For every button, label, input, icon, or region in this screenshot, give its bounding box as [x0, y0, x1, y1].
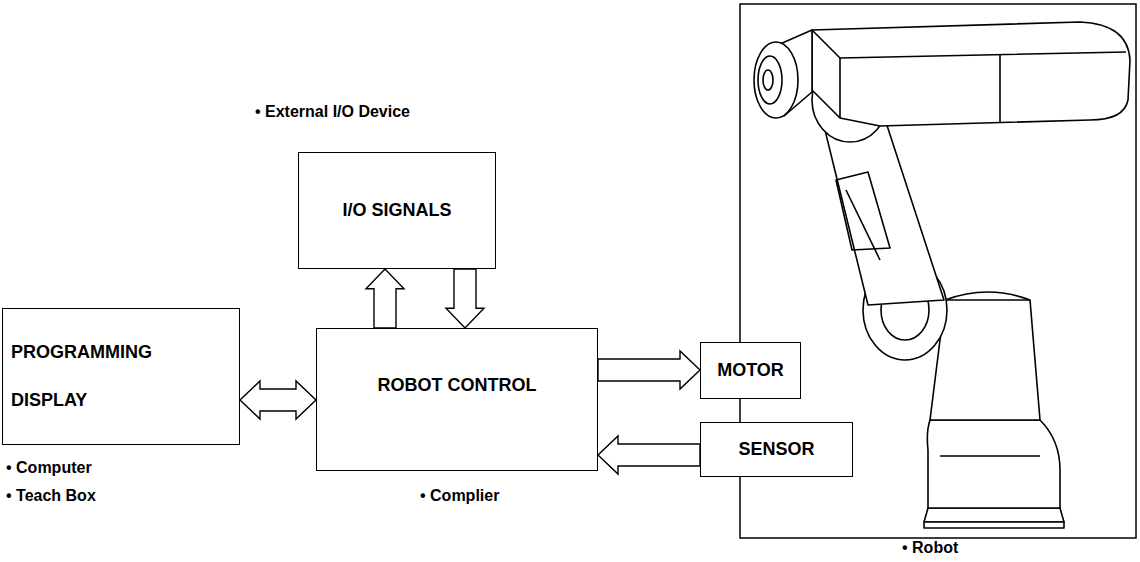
robot-control-box: ROBOT CONTROL	[316, 328, 598, 471]
device-label: • Teach Box	[6, 487, 96, 505]
text-wrap: MOTOR	[701, 360, 800, 381]
sensor-box: SENSOR	[700, 422, 853, 477]
programming-display-box: PROGRAMMING DISPLAY	[2, 308, 240, 445]
text-wrap: PROGRAMMING DISPLAY	[3, 328, 239, 424]
block-arrow	[366, 269, 404, 328]
device-label: • Complier	[420, 487, 499, 505]
device-label: • External I/O Device	[255, 103, 410, 121]
device-label: • Robot	[902, 539, 958, 557]
motor-box: MOTOR	[700, 342, 801, 399]
block-arrow	[240, 381, 316, 419]
box-text: I/O SIGNALS	[299, 200, 495, 221]
text-wrap: SENSOR	[701, 439, 852, 460]
io-signals-box: I/O SIGNALS	[298, 152, 496, 269]
box-text: MOTOR	[701, 360, 800, 381]
text-wrap: ROBOT CONTROL	[317, 375, 597, 396]
device-label: • Computer	[6, 459, 92, 477]
text-wrap: I/O SIGNALS	[299, 200, 495, 221]
block-arrow	[598, 436, 700, 474]
block-arrow	[446, 269, 484, 328]
box-text: PROGRAMMING DISPLAY	[11, 328, 191, 424]
box-text: SENSOR	[701, 439, 852, 460]
box-text: ROBOT CONTROL	[317, 375, 597, 396]
block-arrow	[598, 351, 700, 389]
